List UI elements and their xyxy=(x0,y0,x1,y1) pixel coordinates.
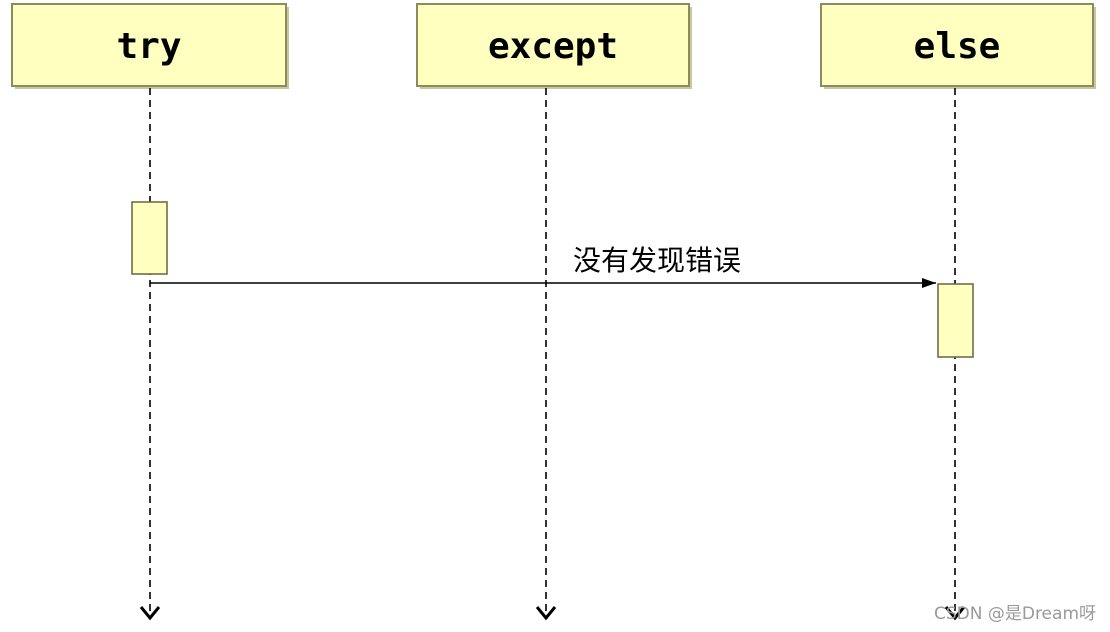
participant-else: else xyxy=(820,3,1096,89)
participant-except-box xyxy=(416,3,690,87)
lifeline-else-end-arrow xyxy=(944,606,966,621)
participant-except: except xyxy=(416,3,692,89)
lifeline-except-end-arrow xyxy=(535,606,557,621)
message-label: 没有发现错误 xyxy=(573,244,741,277)
participant-else-box xyxy=(820,3,1094,87)
participant-else-label: else xyxy=(914,26,1001,67)
participant-try: try xyxy=(11,3,289,89)
participant-except-label: except xyxy=(488,26,618,67)
participant-try-label: try xyxy=(116,26,181,67)
activation-else xyxy=(937,283,974,358)
watermark: CSDN @是Dream呀 xyxy=(933,604,1096,624)
participant-try-box xyxy=(11,3,287,87)
activation-try xyxy=(131,201,168,275)
lifeline-try-end-arrow xyxy=(139,606,161,621)
